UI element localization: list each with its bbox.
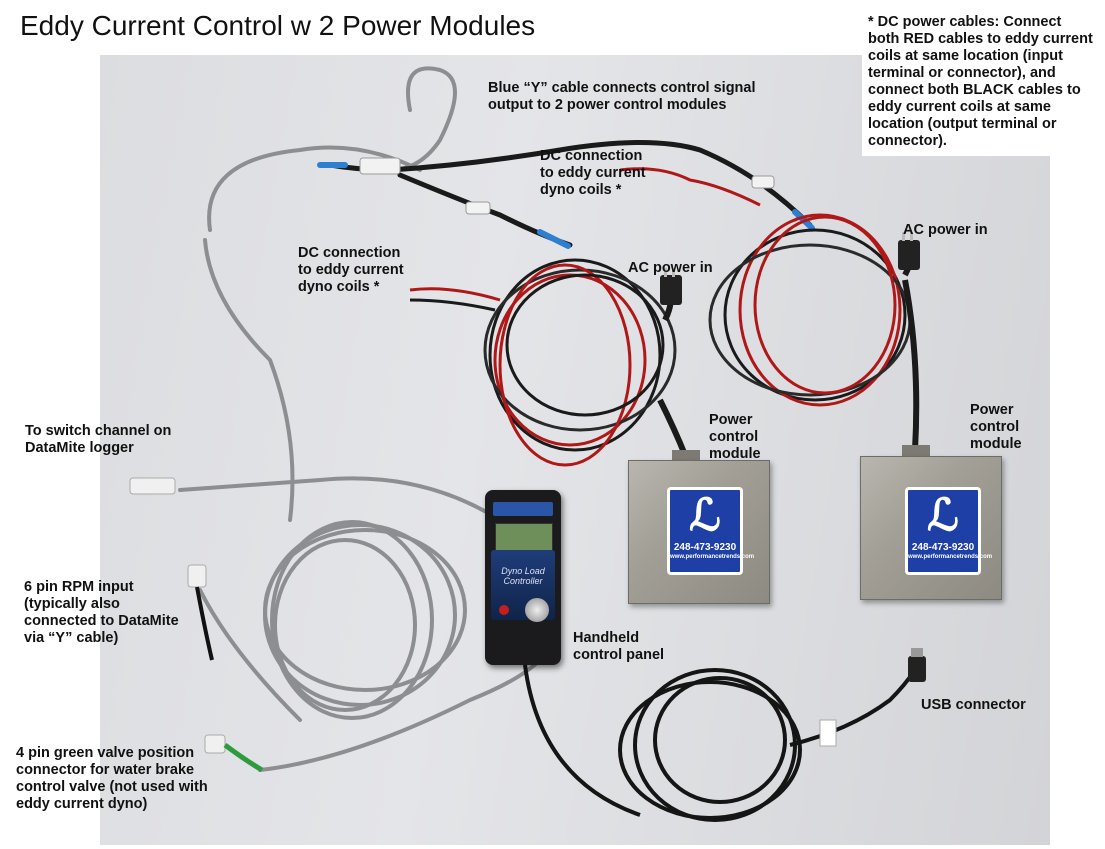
label-module-left: Power control module — [709, 412, 761, 462]
dc-cable-note: * DC power cables: Connect both RED cabl… — [862, 12, 1097, 156]
handheld-controller: Dyno Load Controller — [485, 490, 561, 665]
label-module-right: Power control module — [970, 402, 1022, 452]
usb-tag — [819, 719, 837, 747]
label-y-cable: Blue “Y” cable connects control signal o… — [488, 80, 756, 113]
label-switch-channel: To switch channel on DataMite logger — [25, 423, 172, 456]
power-module-right: ℒ 248-473-9230 www.performancetrends.com — [860, 456, 1002, 600]
gray-cable-coil — [178, 66, 542, 772]
label-rpm-input: 6 pin RPM input (typically also connecte… — [24, 579, 179, 646]
connector-icon — [129, 477, 176, 495]
module-url: www.performancetrends.com — [908, 554, 993, 560]
right-power-coil — [619, 167, 920, 451]
handheld-header — [493, 502, 553, 516]
handheld-lcd — [495, 523, 553, 551]
handheld-face-label: Dyno Load Controller — [501, 566, 545, 586]
power-module-left: ℒ 248-473-9230 www.performancetrends.com — [628, 460, 770, 604]
handheld-button — [499, 605, 509, 615]
connector-icon — [187, 564, 214, 661]
ac-plug-icon — [898, 232, 920, 270]
label-dc-top: DC connection to eddy current dyno coils… — [540, 148, 646, 198]
module-logo-left: ℒ 248-473-9230 www.performancetrends.com — [667, 487, 755, 575]
label-usb: USB connector — [921, 697, 1026, 713]
logo-mark-icon: ℒ — [927, 490, 959, 541]
connector-icon — [204, 734, 264, 773]
module-phone: 248-473-9230 — [911, 542, 975, 553]
label-dc-left: DC connection to eddy current dyno coils… — [298, 245, 404, 295]
handheld-knob — [525, 598, 549, 622]
usb-cable-coil — [523, 664, 917, 822]
page-title: Eddy Current Control w 2 Power Modules — [20, 10, 536, 41]
label-ac-right: AC power in — [903, 222, 988, 238]
label-valve: 4 pin green valve position connector for… — [16, 745, 208, 812]
ac-plug-icon — [660, 268, 682, 305]
module-phone: 248-473-9230 — [673, 542, 737, 553]
module-logo-right: ℒ 248-473-9230 www.performancetrends.com — [905, 487, 993, 575]
usb-plug-icon — [908, 648, 926, 682]
logo-mark-icon: ℒ — [689, 490, 721, 541]
label-handheld: Handheld control panel — [573, 630, 665, 663]
y-splice-connector — [359, 157, 401, 175]
left-power-coil — [409, 258, 688, 467]
label-ac-left: AC power in — [628, 260, 713, 276]
module-url: www.performancetrends.com — [670, 554, 755, 560]
